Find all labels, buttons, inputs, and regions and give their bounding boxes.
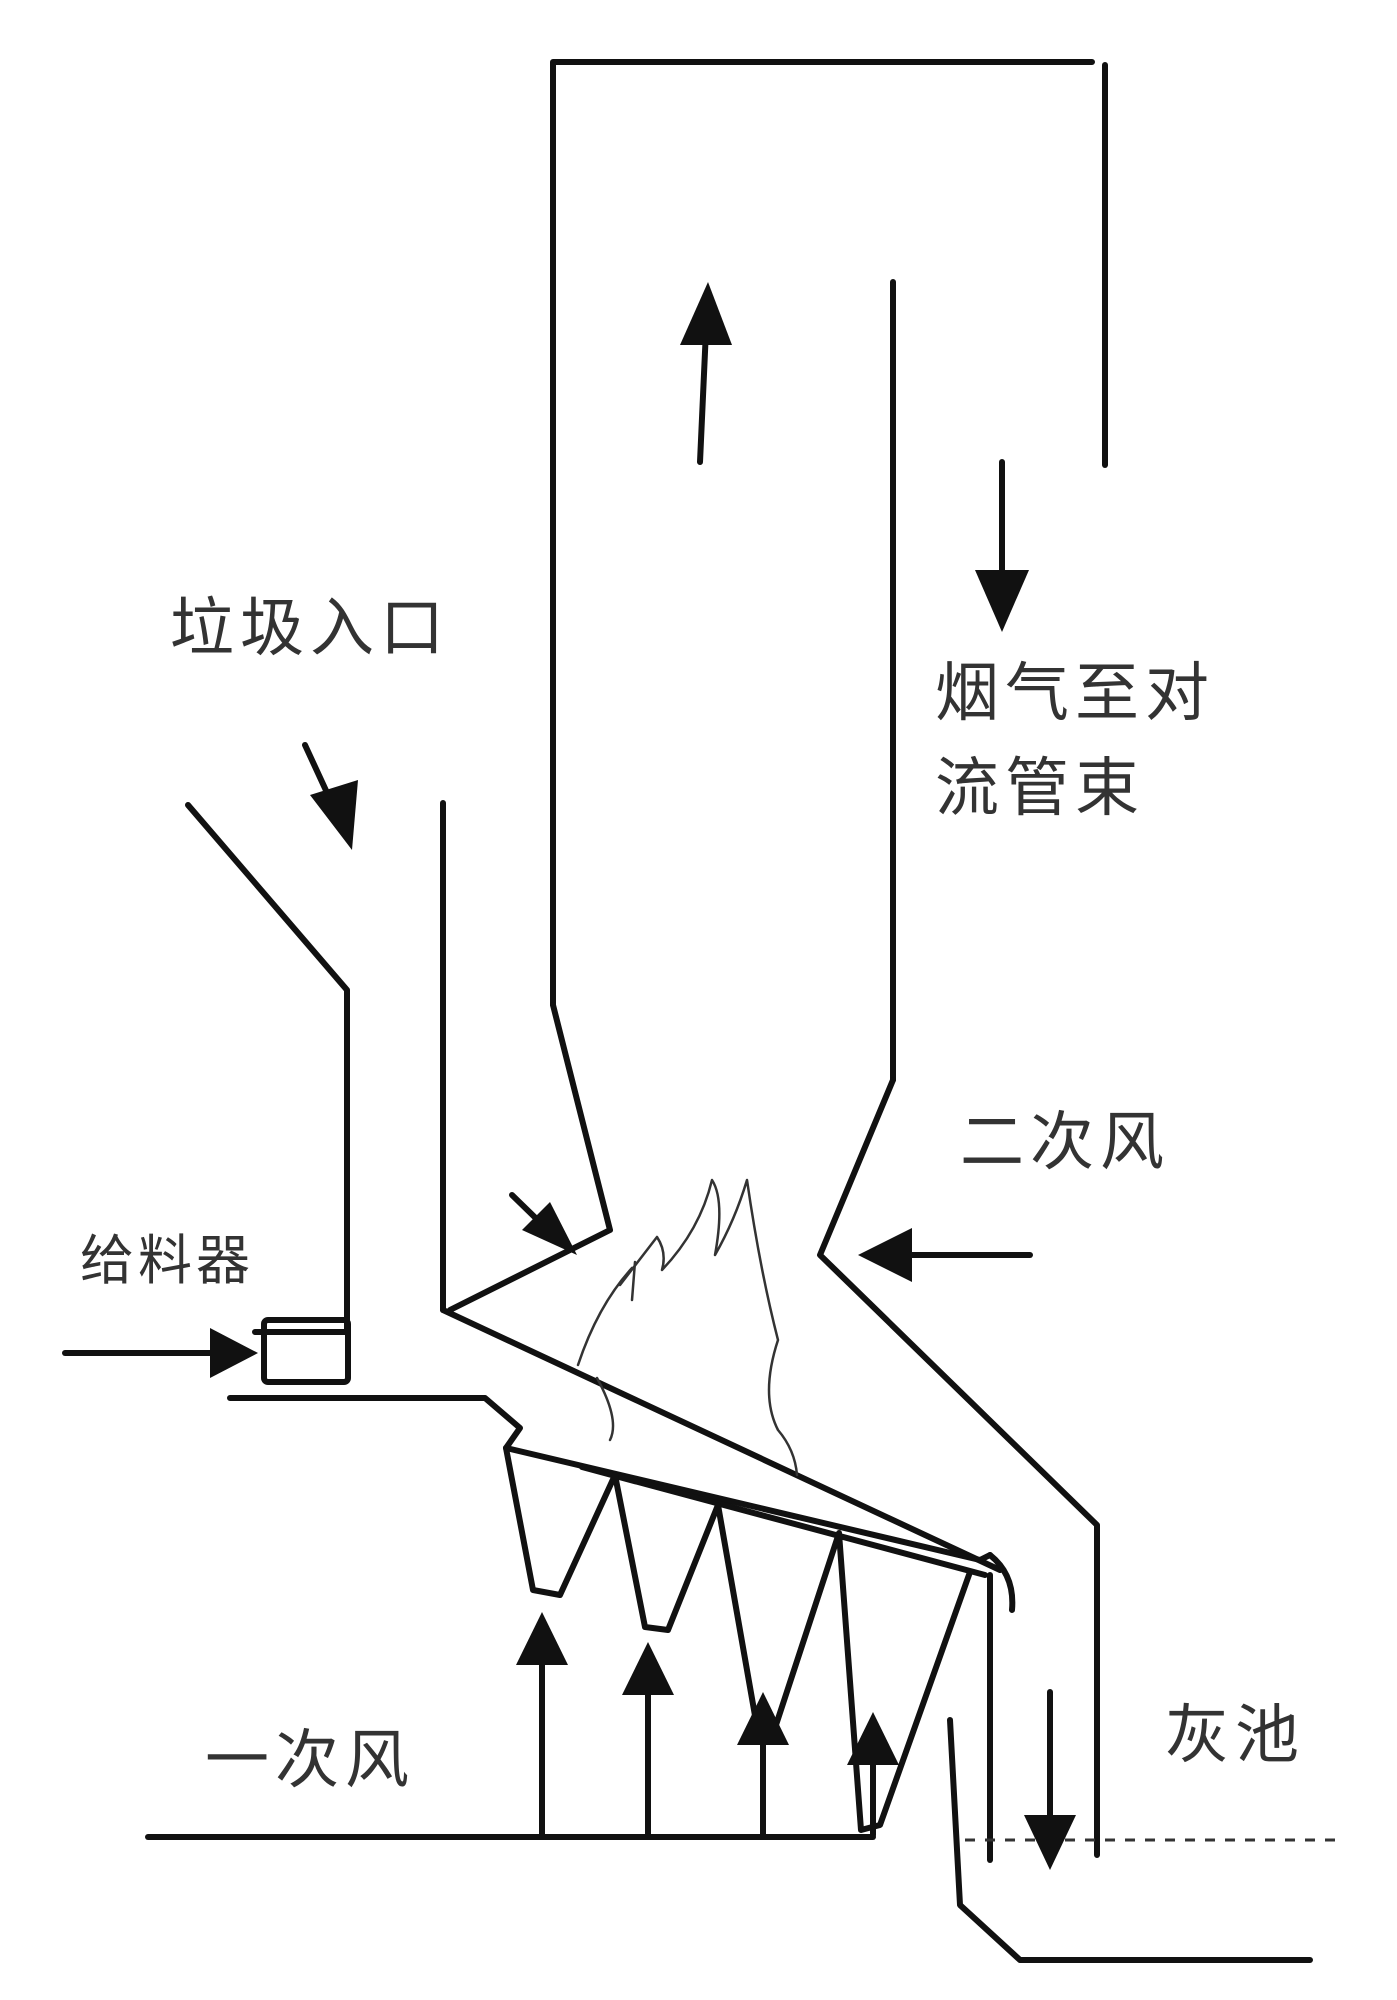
feeder-table — [227, 1395, 523, 1451]
primary-air-arrow-3 — [737, 1692, 789, 1838]
flue-gas-label-line2: 流管束 — [935, 752, 1145, 826]
primary-air-arrow-2 — [622, 1642, 674, 1838]
secondary-air-left-arrow — [509, 1192, 577, 1255]
flue-gas-label-line1: 烟气至对 — [935, 657, 1215, 731]
primary-air-label: 一次风 — [205, 1724, 415, 1798]
ash-pit-wall — [947, 1717, 1313, 1963]
ash-down-arrow — [1024, 1689, 1076, 1870]
ash-chute-lip — [987, 1552, 1016, 1613]
flue-up-arrow — [680, 282, 732, 465]
waste-inlet-label: 垃圾入口 — [170, 592, 450, 666]
flow-arrows — [62, 282, 1076, 1870]
flame-lower-stroke — [595, 1376, 615, 1442]
flame — [576, 1178, 799, 1477]
flame-outline — [576, 1178, 799, 1477]
grate-lower-bar — [579, 1464, 988, 1578]
flame-inner-left — [630, 1260, 637, 1302]
primary-air-arrow-4 — [847, 1712, 899, 1838]
hearth-upper-slope — [440, 1307, 1003, 1573]
flue-outer-left-wall — [550, 59, 1095, 1008]
grate — [503, 1445, 1016, 1863]
hopper-left-wall — [185, 802, 350, 1335]
throat-right-wall — [817, 1077, 1100, 1858]
feeder-arrow — [62, 1328, 258, 1378]
flue-down-arrow — [975, 459, 1029, 632]
feeder-label: 给料器 — [80, 1229, 254, 1292]
feeder-box — [261, 1317, 351, 1385]
waste-inlet-arrow — [302, 742, 358, 850]
throat-left-wall — [447, 1002, 613, 1313]
secondary-air-label: 二次风 — [960, 1106, 1170, 1180]
ash-pit-label: 灰池 — [1165, 1699, 1305, 1773]
primary-air-arrow-1 — [516, 1612, 568, 1838]
grate-teeth — [503, 1445, 973, 1833]
secondary-air-arrow — [858, 1228, 1033, 1282]
ash-pit — [947, 1717, 1345, 1963]
grate-top-bar — [503, 1445, 993, 1563]
furnace-walls — [185, 59, 1108, 1858]
